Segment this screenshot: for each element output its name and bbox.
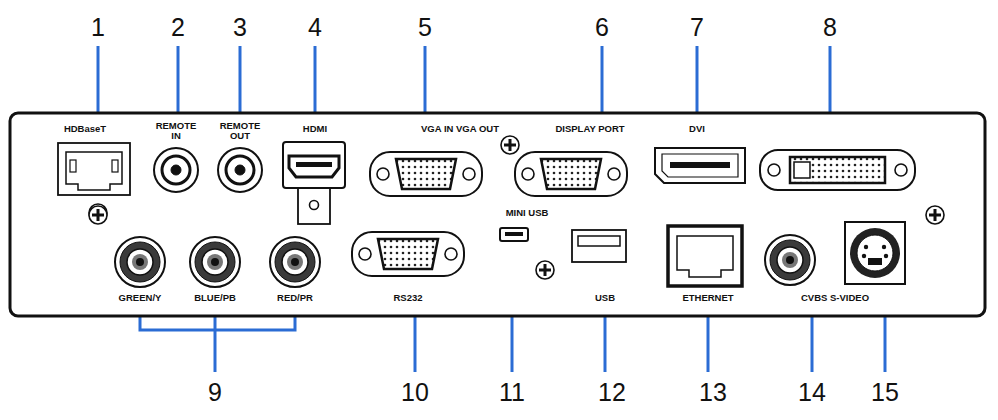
port-label: GREEN/Y: [117, 293, 164, 303]
callout-number: 5: [415, 14, 435, 42]
callout-number: 13: [696, 379, 730, 407]
callout-number: 11: [496, 379, 528, 407]
port-label: REMOTE IN: [152, 121, 200, 142]
callout-number: 7: [687, 14, 707, 42]
port-label: MINI USB: [504, 208, 551, 218]
port-label: DVI: [687, 124, 707, 134]
callout-number: 8: [820, 14, 840, 42]
port-label: DISPLAY PORT: [553, 124, 626, 134]
port-label: CVBS S-VIDEO: [799, 293, 871, 303]
callout-number: 15: [868, 379, 902, 407]
port-label: VGA IN VGA OUT: [419, 124, 501, 134]
callout-number: 2: [168, 14, 188, 42]
callout-number: 14: [795, 379, 829, 407]
callout-number: 12: [595, 379, 629, 407]
callout-number: 4: [305, 14, 325, 42]
callout-number: 9: [205, 379, 225, 407]
callout-number: 3: [230, 14, 250, 42]
callout-number: 1: [88, 14, 108, 42]
port-label: ETHERNET: [680, 293, 735, 303]
port-label: BLUE/PB: [192, 293, 238, 303]
port-label: HDBaseT: [62, 124, 108, 134]
port-label: RED/PR: [275, 293, 315, 303]
port-label: REMOTE OUT: [216, 121, 264, 142]
callout-number: 6: [592, 14, 612, 42]
callout-number: 10: [398, 379, 432, 407]
port-label: RS232: [391, 293, 424, 303]
port-label: USB: [593, 293, 617, 303]
port-label: HDMI: [301, 124, 329, 134]
